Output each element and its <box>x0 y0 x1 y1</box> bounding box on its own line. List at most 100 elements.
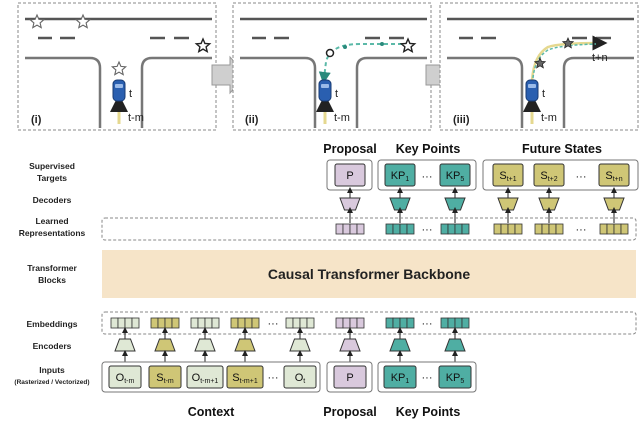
row-label-inputs: Inputs <box>39 365 65 375</box>
target-keypoint: KP5 <box>439 163 471 187</box>
embedding-obs <box>285 317 315 329</box>
star-icon <box>399 37 417 54</box>
embedding-obs <box>110 317 140 329</box>
encoder-state <box>154 338 176 352</box>
panel-3-tn-label: t+n <box>592 52 608 64</box>
representation-state <box>599 223 629 235</box>
star-icon <box>561 37 575 49</box>
scene-panel-2: t t-m (ii) <box>232 2 432 131</box>
decoder-state <box>538 197 560 211</box>
representation-proposal <box>335 223 365 235</box>
decoder-state <box>497 197 519 211</box>
encoder-keypoint <box>444 338 466 352</box>
input-state: St-m <box>148 365 182 389</box>
target-state-text: St+1 <box>499 170 516 183</box>
encoder-state <box>234 338 256 352</box>
panel-3-label: (iii) <box>453 114 470 126</box>
representation-keypoint <box>440 223 470 235</box>
input-keypoint: KP1 <box>383 365 417 389</box>
ellipsis: ··· <box>422 372 433 384</box>
input-state-text: St-m <box>156 372 174 385</box>
decoder-keypoint <box>444 197 466 211</box>
target-state: St+1 <box>492 163 524 187</box>
ellipsis: ··· <box>422 224 433 236</box>
input-obs: Ot-m+1 <box>186 365 224 389</box>
embedding-obs <box>190 317 220 329</box>
representation-state <box>493 223 523 235</box>
star-icon <box>194 37 212 54</box>
row-labels: Supervised Targets Decoders Learned Repr… <box>14 161 89 386</box>
panel-3-tm-label: t-m <box>541 112 557 124</box>
input-obs-text: Ot-m <box>116 372 135 385</box>
decoder-proposal <box>339 197 361 211</box>
backbone-label: Causal Transformer Backbone <box>268 266 471 282</box>
learned-representations <box>335 223 629 235</box>
decoders <box>339 187 625 223</box>
target-keypoint-text: KP1 <box>391 170 410 183</box>
encoder-obs <box>194 338 216 352</box>
row-label-transformer-1: Transformer <box>27 263 77 273</box>
encoder-obs <box>289 338 311 352</box>
embedding-state <box>230 317 260 329</box>
row-label-inputs-sub: (Rasterized / Vectorized) <box>14 379 89 386</box>
input-keypoint-text: KP1 <box>391 372 410 385</box>
row-label-learned-1: Learned <box>35 216 68 226</box>
input-keypoint: KP5 <box>438 365 472 389</box>
row-label-encoders: Encoders <box>33 341 72 351</box>
car-icon <box>525 79 539 102</box>
ellipsis: ··· <box>268 372 279 384</box>
ellipsis: ··· <box>422 171 433 183</box>
encoder-proposal <box>339 338 361 352</box>
target-keypoint: KP1 <box>384 163 416 187</box>
encoder-obs <box>114 338 136 352</box>
footer-key-points: Key Points <box>396 405 461 419</box>
embedding-proposal <box>335 317 365 329</box>
row-label-supervised-2: Targets <box>37 173 67 183</box>
star-icon <box>74 13 92 29</box>
panel-1-tm-label: t-m <box>128 112 144 124</box>
header-proposal: Proposal <box>323 142 377 156</box>
panel-1-label: (i) <box>31 114 42 126</box>
target-state-text: St+n <box>605 170 622 183</box>
embedding-keypoint <box>385 317 415 329</box>
input-keypoint-text: KP5 <box>446 372 465 385</box>
encoder-keypoint <box>389 338 411 352</box>
footer-proposal: Proposal <box>323 405 377 419</box>
row-label-embeddings: Embeddings <box>26 319 77 329</box>
embedding-keypoint <box>440 317 470 329</box>
star-icon <box>28 13 46 29</box>
representation-state <box>534 223 564 235</box>
target-proposal-text: P <box>346 170 353 182</box>
decoder-state <box>603 197 625 211</box>
embeddings <box>110 317 470 329</box>
target-state: St+2 <box>533 163 565 187</box>
input-obs-text: Ot-m+1 <box>192 372 219 385</box>
ellipsis: ··· <box>268 318 279 330</box>
input-obs-text: Ot <box>295 372 306 385</box>
target-proposal: P <box>334 163 366 187</box>
encoders <box>114 327 466 366</box>
supervised-targets: P KP1 KP5 St+1 St+2 St+n <box>334 163 630 187</box>
embedding-state <box>150 317 180 329</box>
ellipsis: ··· <box>576 224 587 236</box>
target-keypoint-text: KP5 <box>446 170 465 183</box>
row-label-learned-2: Representations <box>19 228 86 238</box>
ellipsis: ··· <box>576 171 587 183</box>
input-obs: Ot <box>283 365 317 389</box>
row-label-transformer-2: Blocks <box>38 275 66 285</box>
car-icon <box>318 79 332 102</box>
input-state: St-m+1 <box>226 365 264 389</box>
panel-2-t-label: t <box>335 88 338 100</box>
ellipsis: ··· <box>422 318 433 330</box>
row-label-decoders: Decoders <box>33 195 72 205</box>
input-obs: Ot-m <box>108 365 142 389</box>
input-proposal-text: P <box>346 372 353 384</box>
input-state-text: St-m+1 <box>232 372 258 385</box>
header-key-points: Key Points <box>396 142 461 156</box>
scene-panel-1: t t-m (i) <box>17 2 217 131</box>
panel-3-t-label: t <box>542 88 545 100</box>
learned-representations-row <box>101 217 637 241</box>
star-icon <box>533 57 547 69</box>
scene-panel-3: t+n t t-m (iii) <box>439 2 639 131</box>
